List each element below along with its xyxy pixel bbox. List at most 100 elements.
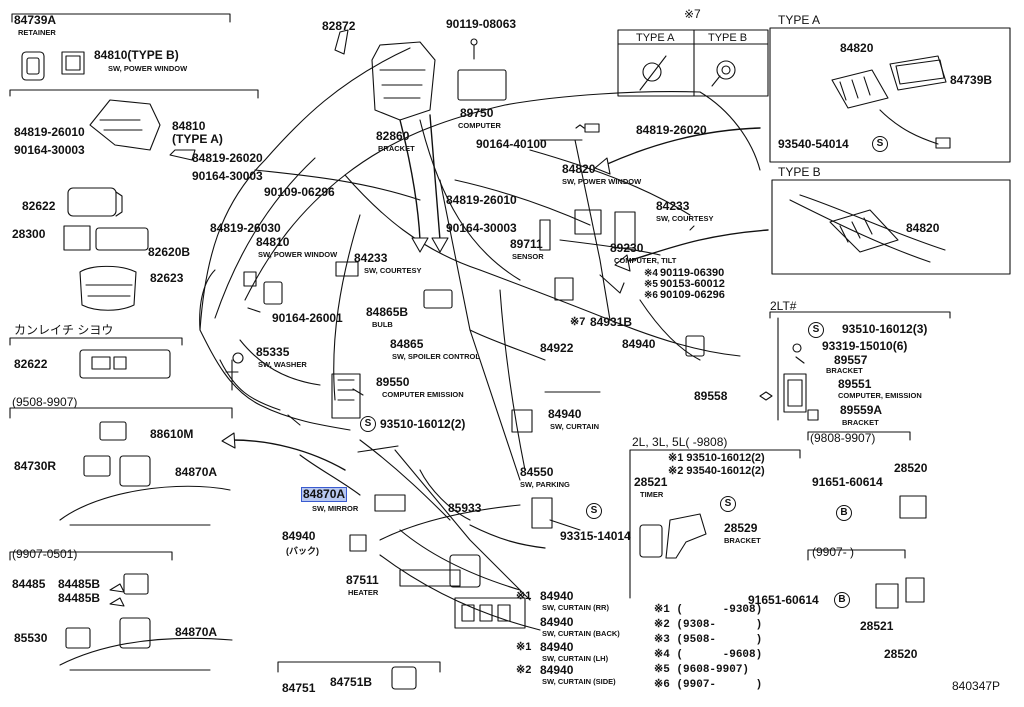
part-84730r: 84730R	[14, 459, 57, 473]
s-circle-icon-2: S	[586, 503, 602, 519]
part-84865b: 84865B	[366, 305, 409, 319]
range-9907-0501: (9907-0501)	[12, 547, 78, 561]
label-heater: HEATER	[348, 588, 379, 597]
part-84870a-2: 84870A	[175, 625, 218, 639]
diagram-code: 840347P	[952, 679, 1001, 693]
part-28521: 28521	[634, 475, 668, 489]
part-84485b-2: 84485B	[58, 591, 101, 605]
label-back: (バック)	[286, 546, 319, 556]
part-84931b: 84931B	[590, 315, 633, 329]
star-5: ※5	[644, 279, 658, 290]
label-2lt: 2LT#	[770, 299, 797, 313]
part-89551: 89551	[838, 377, 872, 391]
label-computer-tilt: COMPUTER, TILT	[614, 256, 677, 265]
part-84233-m: 84233	[354, 251, 388, 265]
part-91651-60614-b: 91651-60614	[748, 593, 819, 607]
part-82620b: 82620B	[148, 245, 191, 259]
part-90164-30003-c: 90164-30003	[446, 221, 517, 235]
part-87511: 87511	[346, 573, 379, 587]
part-84820-type-a: 84820	[840, 41, 874, 55]
part-84820: 84820	[562, 162, 596, 176]
label-computer: COMPUTER	[458, 121, 501, 130]
part-88610m: 88610M	[150, 427, 194, 441]
part-91651-60614-a: 91651-60614	[812, 475, 883, 489]
star-7-header: ※7	[684, 7, 701, 21]
part-93510-16012-3: 93510-16012(3)	[842, 322, 928, 336]
part-93510-16012-2: 93510-16012(2)	[380, 417, 466, 431]
part-84940-side: 84940	[540, 663, 574, 677]
footnote-4: ※4 ( -9608)	[654, 649, 763, 661]
label-sw-washer: SW, WASHER	[258, 360, 307, 369]
label-bracket-4: BRACKET	[724, 536, 761, 545]
label-sw-curtain-lh: SW, CURTAIN (LH)	[542, 654, 609, 663]
part-84751: 84751	[282, 681, 316, 695]
part-89230: 89230	[610, 241, 644, 255]
part-85530: 85530	[14, 631, 48, 645]
label-sw-curtain-side: SW, CURTAIN (SIDE)	[542, 677, 616, 686]
label-sw-courtesy-m: SW, COURTESY	[364, 266, 422, 275]
part-90109-06296-b: 90109-06296	[660, 289, 725, 301]
footnote-1: ※1 ( -9308)	[654, 604, 763, 616]
part-28520-b: 28520	[884, 647, 918, 661]
type-a-title: TYPE A	[778, 13, 821, 27]
b-circle-icon-2: B	[834, 592, 850, 608]
part-82622: 82622	[22, 199, 56, 213]
part-84550: 84550	[520, 465, 554, 479]
part-90164-40100: 90164-40100	[476, 137, 547, 151]
footnote-2: ※2 (9308- )	[654, 619, 763, 631]
label-sw-power-window: SW, POWER WINDOW	[108, 64, 188, 73]
label-sw-mirror: SW, MIRROR	[312, 504, 359, 513]
part-28521-b: 28521	[860, 619, 894, 633]
part-90164-30003: 90164-30003	[14, 143, 85, 157]
part-84940-rr: 84940	[540, 589, 574, 603]
label-bracket-2: BRACKET	[826, 366, 863, 375]
label-bulb: BULB	[372, 320, 393, 329]
part-82622-b: 82622	[14, 357, 48, 371]
star-4: ※4	[644, 268, 658, 279]
star-1-a: ※1	[516, 590, 532, 602]
footnote-3: ※3 (9508- )	[654, 634, 763, 646]
footnote-6: ※6 (9907- )	[654, 679, 763, 691]
part-84870a-highlighted[interactable]: 84870A	[300, 487, 348, 502]
part-84819-26020: 84819-26020	[192, 151, 263, 165]
star-2-a: ※2	[516, 664, 532, 676]
label-computer-emission: COMPUTER EMISSION	[382, 390, 464, 399]
part-84819-26010: 84819-26010	[14, 125, 85, 139]
range-9907: (9907- )	[812, 545, 855, 559]
part-84485: 84485	[12, 577, 46, 591]
part-90164-30003-b: 90164-30003	[192, 169, 263, 183]
part-90109-06296: 90109-06296	[264, 185, 335, 199]
s-circle-icon-4: S	[808, 322, 824, 338]
label-computer-emission-2: COMPUTER, EMISSION	[838, 391, 922, 400]
part-82872: 82872	[322, 19, 356, 33]
part-84819-26030: 84819-26030	[210, 221, 281, 235]
range-9808-9907: (9808-9907)	[810, 431, 876, 445]
part-93540-54014: 93540-54014	[778, 137, 849, 151]
part-84810-m: 84810	[256, 235, 290, 249]
part-84810-type-a: 84810	[172, 119, 206, 133]
part-89557: 89557	[834, 353, 868, 367]
star-7-marker: ※7	[570, 316, 586, 328]
type-a-header: TYPE A	[636, 32, 675, 44]
part-28300: 28300	[12, 227, 46, 241]
b-circle-icon: B	[836, 505, 852, 521]
part-84819-26010-c: 84819-26010	[446, 193, 517, 207]
star-6: ※6	[644, 290, 658, 301]
part-82623: 82623	[150, 271, 184, 285]
type-b-header: TYPE B	[708, 32, 748, 44]
label-sw-power-window-2: SW, POWER WINDOW	[562, 177, 642, 186]
part-84940-lh: 84940	[540, 640, 574, 654]
part-89750: 89750	[460, 106, 494, 120]
part-89559a: 89559A	[840, 403, 883, 417]
part-28520-a: 28520	[894, 461, 928, 475]
label-sw-courtesy: SW, COURTESY	[656, 214, 714, 223]
part-85335: 85335	[256, 345, 290, 359]
label-timer: TIMER	[640, 490, 664, 499]
label-sw-curtain-back: SW, CURTAIN (BACK)	[542, 629, 620, 638]
part-90119-08063: 90119-08063	[446, 17, 517, 31]
label-sw-curtain: SW, CURTAIN	[550, 422, 600, 431]
part-84739b: 84739B	[950, 73, 993, 87]
part-84865: 84865	[390, 337, 424, 351]
part-89550: 89550	[376, 375, 410, 389]
